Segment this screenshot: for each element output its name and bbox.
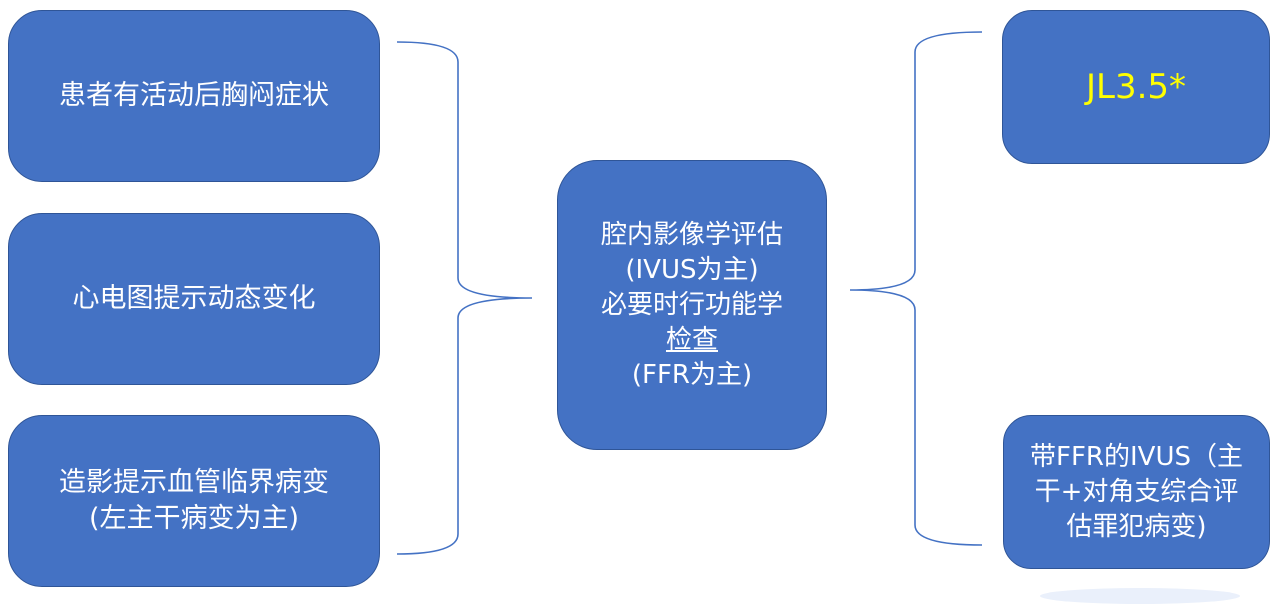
decorative-glow xyxy=(1040,588,1240,604)
assessment-line-4: 检查 xyxy=(665,324,718,355)
ffr-ivus-line-1: 带FFR的IVUS（主 xyxy=(1030,441,1243,472)
angiography-text-line-2: (左主干病变为主) xyxy=(88,503,300,534)
left-brace xyxy=(396,41,533,555)
angiography-text-line-1: 造影提示血管临界病变 xyxy=(59,467,329,498)
ecg-box: 心电图提示动态变化 xyxy=(8,213,380,385)
catheter-text: JL3.5* xyxy=(1085,67,1187,107)
assessment-line-3: 必要时行功能学 xyxy=(600,289,783,320)
right-brace xyxy=(849,31,983,546)
angiography-box: 造影提示血管临界病变 (左主干病变为主) xyxy=(8,415,380,587)
assessment-box: 腔内影像学评估 (IVUS为主) 必要时行功能学 检查 (FFR为主) xyxy=(557,160,827,450)
catheter-box: JL3.5* xyxy=(1002,10,1270,164)
ecg-text: 心电图提示动态变化 xyxy=(72,283,316,314)
assessment-line-5: (FFR为主) xyxy=(631,359,753,390)
symptom-text: 患者有活动后胸闷症状 xyxy=(59,80,329,111)
assessment-line-1: 腔内影像学评估 xyxy=(600,219,783,250)
ffr-ivus-box: 带FFR的IVUS（主 干+对角支综合评 估罪犯病变) xyxy=(1003,415,1270,569)
ffr-ivus-line-2: 干+对角支综合评 xyxy=(1034,476,1239,507)
ffr-ivus-line-3: 估罪犯病变) xyxy=(1066,511,1207,542)
symptom-box: 患者有活动后胸闷症状 xyxy=(8,10,380,182)
assessment-line-2: (IVUS为主) xyxy=(625,254,759,285)
